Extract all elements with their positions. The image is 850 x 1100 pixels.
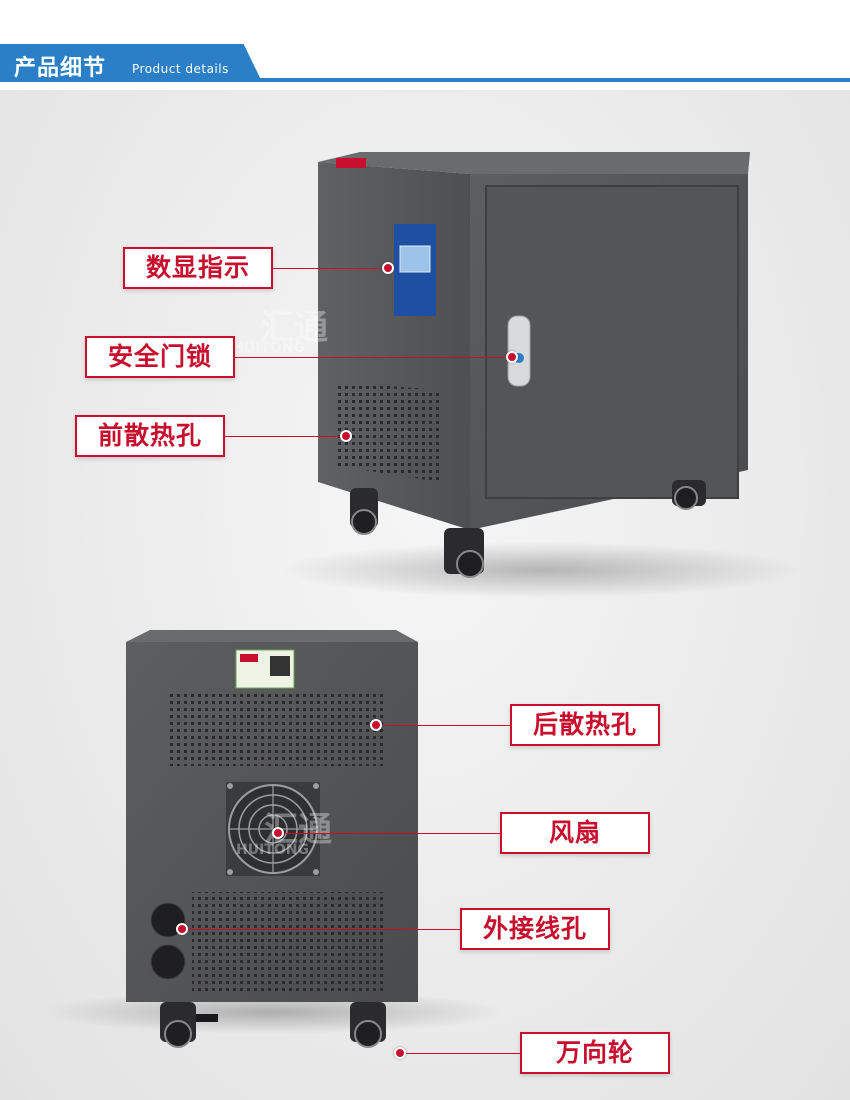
display-screen [399,245,431,273]
header-title: 产品细节 [14,56,107,81]
rear-vents-upper [166,694,386,766]
back-cabinet-top [126,630,418,642]
callout-cable-holes-dot [176,923,188,935]
header-subtitle: Product details [132,62,229,76]
callout-front-vents-dot [340,430,352,442]
front-cabinet-top [318,152,750,174]
callout-cable-holes: 外接线孔 [460,908,610,950]
callout-display-line [273,268,387,269]
product-stage: 汇通 HUITONG 汇通 HUITONG 数显指示 安全门锁 前散热孔 后散热… [0,90,850,1100]
callout-casters-dot [394,1047,406,1059]
callout-door-lock-dot [506,351,518,363]
callout-display: 数显指示 [123,247,273,289]
callout-casters: 万向轮 [520,1032,670,1074]
front-shadow [280,542,800,598]
callout-cable-holes-line [186,929,460,930]
watermark-en-front: HUITONG [232,340,305,356]
cable-hole-lower [150,944,186,980]
watermark-en-back: HUITONG [236,842,309,858]
callout-fan-line [284,833,500,834]
rear-vents-lower [192,892,386,992]
header-tab [0,44,262,82]
callout-rear-vents-dot [370,719,382,731]
callout-display-dot [382,262,394,274]
front-cabinet-side [318,162,470,530]
callout-fan: 风扇 [500,812,650,854]
callout-front-vents: 前散热孔 [75,415,225,457]
front-vents [338,382,440,482]
callout-fan-dot [272,827,284,839]
front-brand-plate [336,158,366,168]
callout-rear-vents-line [382,725,510,726]
section-header: 产品细节 Product details [0,0,850,90]
callout-rear-vents: 后散热孔 [510,704,660,746]
product-illustration [42,152,800,1048]
callout-casters-line [404,1053,520,1054]
header-rule [0,78,850,82]
watermark-cn-front: 汇通 [260,308,328,348]
callout-door-lock-line [235,357,511,358]
callout-door-lock: 安全门锁 [85,336,235,378]
callout-front-vents-line [225,436,343,437]
